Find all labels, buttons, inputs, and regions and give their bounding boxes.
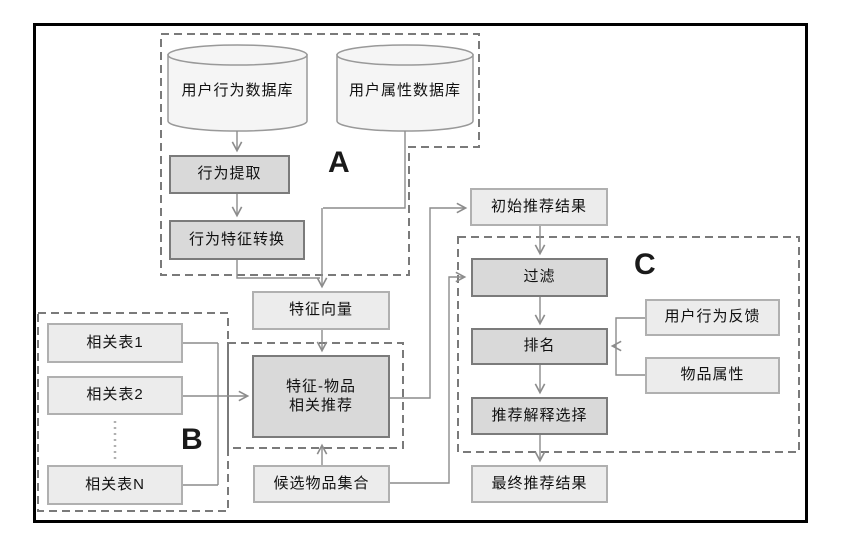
node-related-table-2: 相关表2 (47, 376, 183, 415)
section-c-outline (457, 236, 800, 453)
node-label: 用户属性数据库 (348, 81, 461, 99)
section-outlines (37, 33, 800, 512)
node-item-attribute: 物品属性 (645, 357, 780, 394)
node-user-behavior-db: 用户行为数据库 (168, 72, 307, 106)
node-label: 用户行为数据库 (181, 81, 294, 99)
node-final-rec-result: 最终推荐结果 (471, 465, 608, 503)
database-cylinders (167, 44, 474, 132)
node-candidate-item-set: 候选物品集合 (253, 465, 390, 503)
node-feature-item-recommendation: 特征-物品 相关推荐 (252, 355, 390, 438)
section-c-label: C (634, 248, 656, 281)
connector-lines (113, 131, 645, 486)
node-related-table-1: 相关表1 (47, 323, 183, 363)
section-b-outline (37, 312, 229, 512)
node-behavior-feature-conversion: 行为特征转换 (169, 220, 305, 260)
node-related-table-n: 相关表N (47, 465, 183, 505)
node-behavior-extraction: 行为提取 (169, 155, 290, 194)
behavior-db-cylinder-top (167, 44, 308, 66)
node-user-behavior-feedback: 用户行为反馈 (645, 299, 780, 336)
node-ranking: 排名 (471, 328, 608, 365)
attribute-db-cylinder (336, 54, 474, 132)
behavior-db-cylinder (167, 54, 308, 132)
node-label-line2: 相关推荐 (288, 396, 353, 414)
node-initial-rec-result: 初始推荐结果 (470, 188, 608, 226)
attribute-db-cylinder-top (336, 44, 474, 66)
node-rec-explanation-selection: 推荐解释选择 (471, 397, 608, 435)
section-a-outline (160, 33, 480, 276)
section-a-label: A (328, 146, 350, 179)
node-filter: 过滤 (471, 258, 608, 297)
section-b-label: B (181, 423, 203, 456)
node-label-line1: 特征-物品 (286, 377, 356, 395)
node-feature-vector: 特征向量 (252, 291, 390, 330)
node-user-attribute-db: 用户属性数据库 (337, 72, 473, 106)
